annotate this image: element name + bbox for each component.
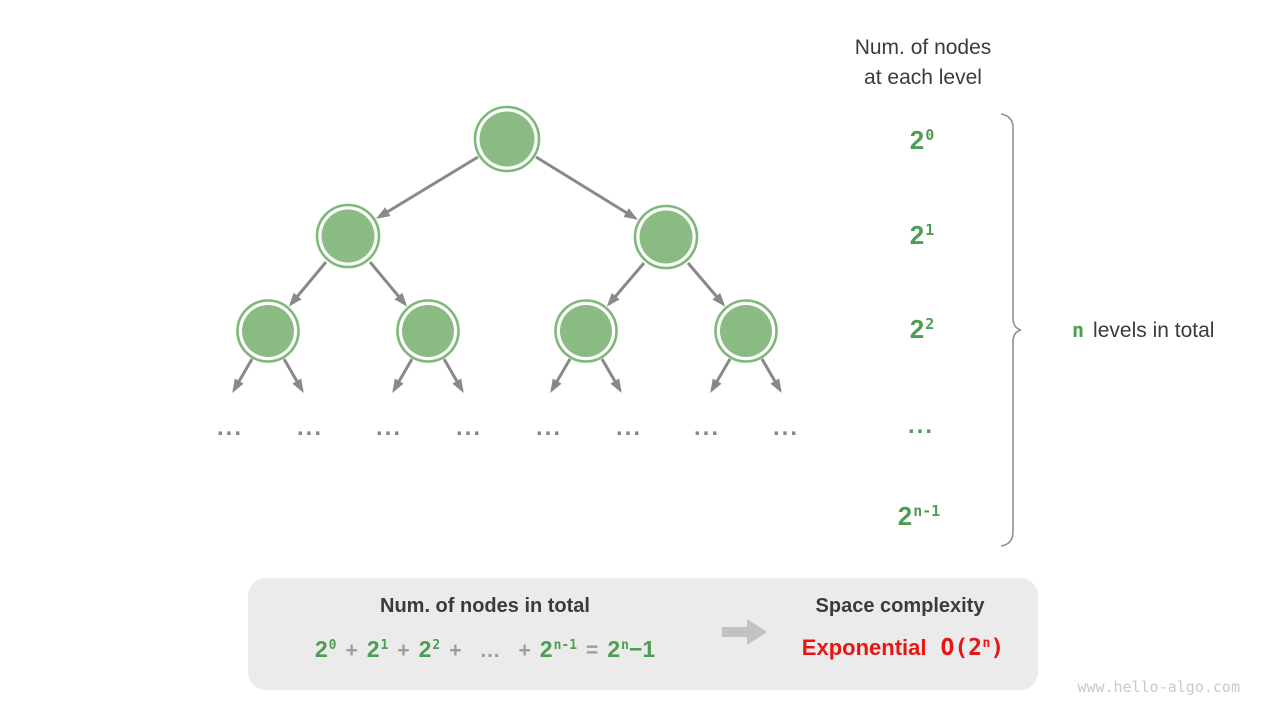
complexity-big-o: O(2n): [940, 635, 1005, 661]
total-nodes-formula: 20 +21 +22 + … +2n-1 = 2n−1: [315, 634, 655, 669]
formula-term-2-0: 20: [314, 636, 337, 662]
tree-ellipsis-8: ...: [772, 414, 800, 441]
tree-node-root: [473, 105, 541, 173]
level-count-ellipsis: ...: [907, 412, 935, 439]
tree-node-level2-right: [633, 204, 699, 270]
formula-ellipsis: …: [479, 639, 501, 662]
formula-term-2-2: 22: [418, 636, 441, 662]
level-count-2-0: 20: [909, 125, 935, 155]
levels-brace: [1000, 113, 1022, 547]
total-nodes-title: Num. of nodes in total: [380, 595, 590, 617]
figure-title-line2: at each level: [864, 66, 982, 89]
figure-title: Num. of nodes at each level: [855, 33, 992, 93]
tree-ellipsis-6: ...: [615, 414, 643, 441]
watermark: www.hello-algo.com: [1077, 678, 1240, 696]
formula-plus-3: +: [449, 639, 462, 662]
implies-arrow-icon: [722, 619, 768, 646]
levels-total-caption: n levels in total: [1072, 318, 1214, 343]
formula-plus-4: +: [518, 639, 531, 662]
space-complexity-title: Space complexity: [815, 595, 985, 617]
tree-ellipsis-7: ...: [693, 414, 721, 441]
formula-result: 2n−1: [607, 636, 656, 662]
tree-ellipsis-2: ...: [296, 414, 324, 441]
tree-ellipsis-1: ...: [216, 414, 244, 441]
level-count-2-n-1: 2n-1: [897, 501, 941, 531]
levels-total-text: levels in total: [1093, 319, 1215, 342]
tree-node-level3-4: [714, 299, 778, 363]
tree-node-level2-left: [315, 203, 381, 269]
tree-node-level3-2: [396, 299, 460, 363]
tree-ellipsis-4: ...: [455, 414, 483, 441]
formula-plus-1: +: [345, 639, 358, 662]
complexity-value: Exponential O(2n): [802, 633, 1004, 667]
tree-node-level3-3: [554, 299, 618, 363]
formula-plus-2: +: [397, 639, 410, 662]
complexity-name: Exponential: [801, 635, 927, 660]
formula-term-2-n-1: 2n-1: [539, 636, 578, 662]
level-count-2-1: 21: [909, 220, 935, 250]
tree-ellipsis-5: ...: [535, 414, 563, 441]
level-count-2-2: 22: [909, 314, 935, 344]
formula-term-2-1: 21: [366, 636, 389, 662]
summary-box: Num. of nodes in total 20+21+22+…+2n-1=2…: [248, 578, 1038, 690]
tree-ellipsis-3: ...: [375, 414, 403, 441]
tree-edges: [232, 155, 782, 393]
formula-equals: =: [586, 639, 599, 662]
figure-title-line1: Num. of nodes: [854, 36, 992, 59]
levels-total-n: n: [1072, 318, 1085, 342]
tree-node-level3-1: [236, 299, 300, 363]
